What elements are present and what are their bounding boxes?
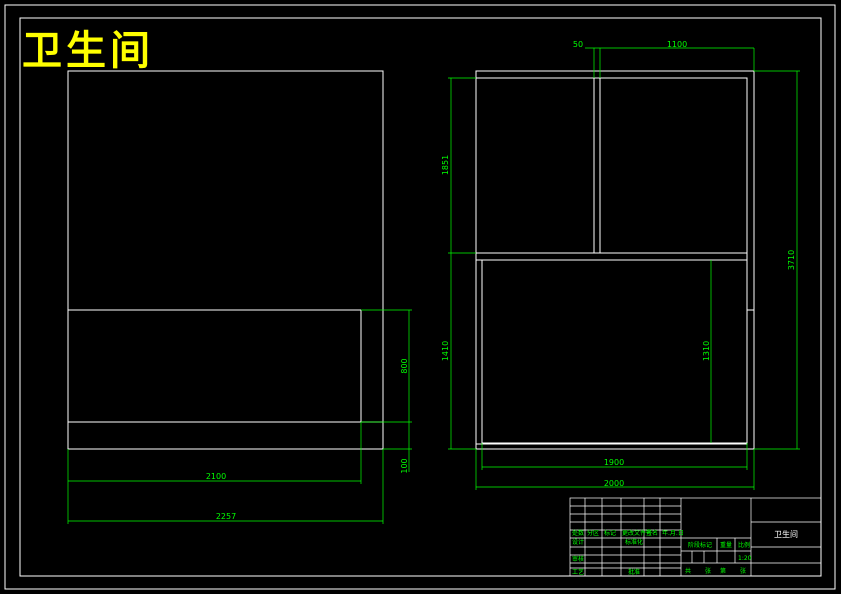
dim-right-1900: 1900 [604, 458, 624, 467]
tb-gongyi: 工艺 [572, 568, 584, 576]
tb-zhang2: 张 [740, 567, 746, 575]
tb-shenhe: 审核 [572, 555, 584, 563]
dim-left-2257: 2257 [216, 512, 236, 521]
tb-scale: 1:20 [738, 555, 752, 562]
dim-left-800: 800 [400, 358, 409, 373]
left-dimensions [67, 309, 412, 524]
tb-bili: 比例 [738, 541, 750, 549]
tb-genggai: 更改文件号 [622, 529, 652, 537]
tb-sheji: 设计 [572, 538, 584, 546]
tb-fenqu: 分区 [587, 529, 599, 537]
dim-right-3710: 3710 [787, 250, 796, 270]
left-elevation [67, 70, 384, 450]
outer-border [4, 4, 836, 590]
title-block [569, 497, 822, 577]
tb-pizhun: 批准 [628, 568, 640, 576]
dim-right-50: 50 [573, 40, 583, 49]
tb-gong: 共 [685, 567, 691, 575]
tb-jieduan: 阶段标记 [688, 541, 712, 549]
dim-left-100: 100 [400, 458, 409, 473]
dim-right-2000: 2000 [604, 479, 624, 488]
drawing-title: 卫生间 [22, 27, 154, 74]
right-plan [475, 70, 755, 450]
dim-right-1851: 1851 [441, 155, 450, 175]
dim-left-2100: 2100 [206, 472, 226, 481]
tb-di: 第 [720, 567, 726, 575]
tb-chushu: 处数 [572, 529, 584, 537]
tb-nianyueri: 年.月.日 [662, 529, 684, 537]
tb-zhang1: 张 [705, 567, 711, 575]
inner-border [19, 17, 822, 577]
dim-right-1410: 1410 [441, 341, 450, 361]
tb-qianming: 签名 [646, 529, 658, 537]
right-dimensions [448, 47, 800, 490]
dim-right-1310: 1310 [702, 341, 711, 361]
tb-biaoji: 标记 [604, 529, 616, 537]
tb-zhongliang: 重量 [720, 541, 732, 549]
dim-right-1100: 1100 [667, 40, 687, 49]
title-block-name: 卫生间 [774, 529, 798, 539]
tb-biaozhunhua: 标准化 [625, 538, 643, 546]
